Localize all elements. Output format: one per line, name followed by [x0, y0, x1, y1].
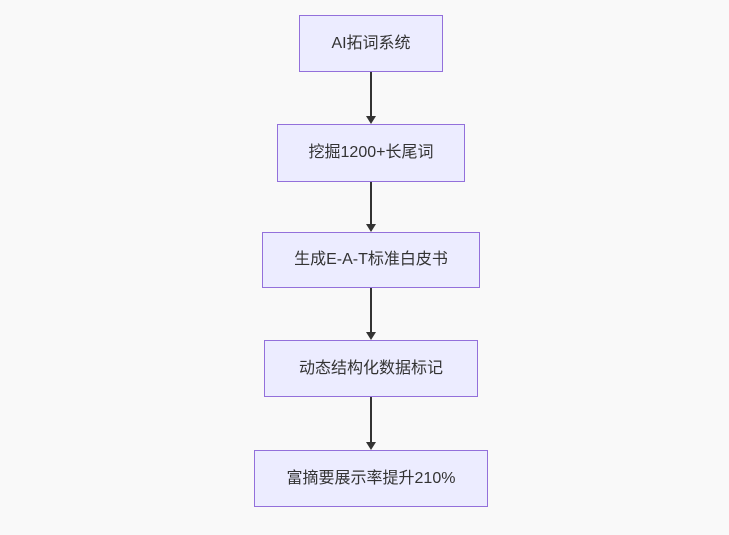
- arrow-line: [370, 182, 372, 224]
- arrow-head-icon: [366, 224, 376, 232]
- flow-node-longtail-keywords: 挖掘1200+长尾词: [277, 124, 465, 182]
- arrow-line: [370, 397, 372, 442]
- flow-node-label: 动态结构化数据标记: [298, 359, 443, 377]
- arrow-head-icon: [366, 116, 376, 124]
- arrow-line: [370, 288, 372, 332]
- flow-node-structured-data-markup: 动态结构化数据标记: [264, 340, 478, 397]
- arrow-line: [370, 72, 372, 116]
- arrow-head-icon: [366, 332, 376, 340]
- flow-node-eat-whitepaper: 生成E-A-T标准白皮书: [262, 232, 480, 288]
- flow-node-label: 富摘要展示率提升210%: [286, 469, 456, 487]
- flow-node-label: 挖掘1200+长尾词: [308, 144, 434, 161]
- flow-node-label: AI拓词系统: [331, 34, 411, 52]
- flow-node-label: 生成E-A-T标准白皮书: [294, 251, 448, 268]
- arrow-head-icon: [366, 442, 376, 450]
- flow-node-ai-expansion-system: AI拓词系统: [299, 15, 443, 72]
- flow-node-rich-snippet-rate: 富摘要展示率提升210%: [254, 450, 488, 507]
